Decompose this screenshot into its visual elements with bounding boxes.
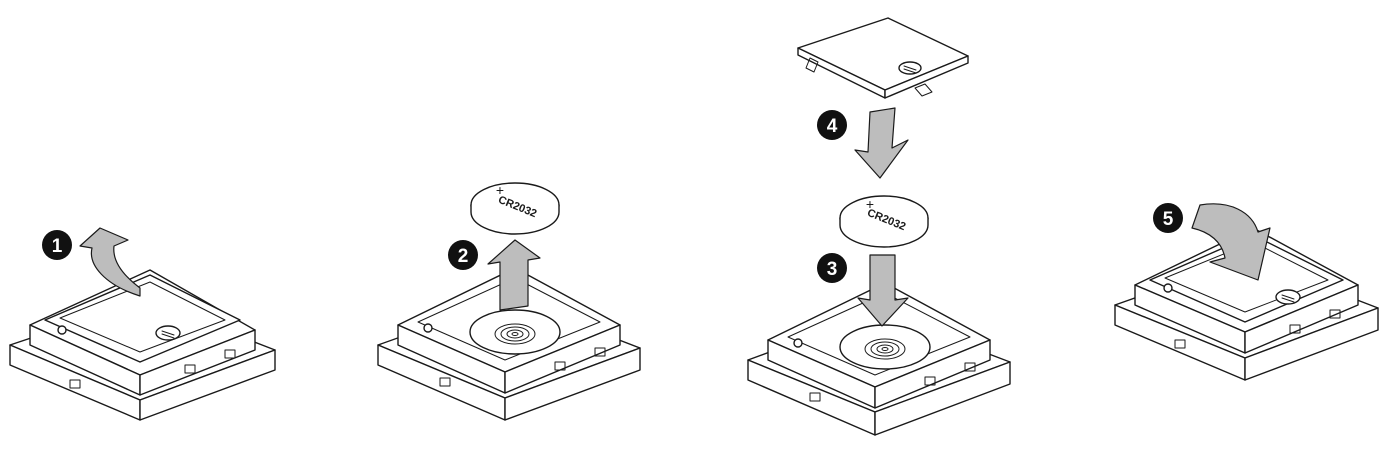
arrow-icon xyxy=(487,239,541,311)
battery-polarity: + xyxy=(866,196,874,212)
step-badge-2: 2 xyxy=(448,240,478,270)
device-open xyxy=(377,267,641,421)
arrow-icon xyxy=(857,254,909,327)
step-number: 5 xyxy=(1163,209,1174,230)
device-lid xyxy=(797,17,969,99)
device-base xyxy=(9,269,276,421)
step-badge-4: 4 xyxy=(817,110,847,140)
step-badge-3: 3 xyxy=(817,253,847,283)
device-open xyxy=(747,282,1011,436)
step-number: 3 xyxy=(827,259,838,280)
coin-cell-battery-icon: + CR2032 xyxy=(839,195,929,248)
battery-polarity: + xyxy=(496,182,504,198)
coin-cell-battery-icon: + CR2032 xyxy=(470,182,560,235)
panel-step-5: 5 xyxy=(1114,203,1379,381)
panel-step-1: 1 xyxy=(9,227,276,421)
step-number: 2 xyxy=(458,246,469,267)
step-badge-5: 5 xyxy=(1153,203,1183,233)
step-number: 4 xyxy=(827,116,838,137)
arrow-icon xyxy=(1191,203,1271,281)
step-number: 1 xyxy=(52,236,63,257)
panel-step-3-4: 4 + CR2032 xyxy=(747,17,1011,436)
panel-step-2: + CR2032 2 xyxy=(377,182,641,421)
arrow-icon xyxy=(79,227,141,297)
step-badge-1: 1 xyxy=(42,230,72,260)
arrow-icon xyxy=(854,107,909,179)
device-base xyxy=(1114,227,1379,381)
